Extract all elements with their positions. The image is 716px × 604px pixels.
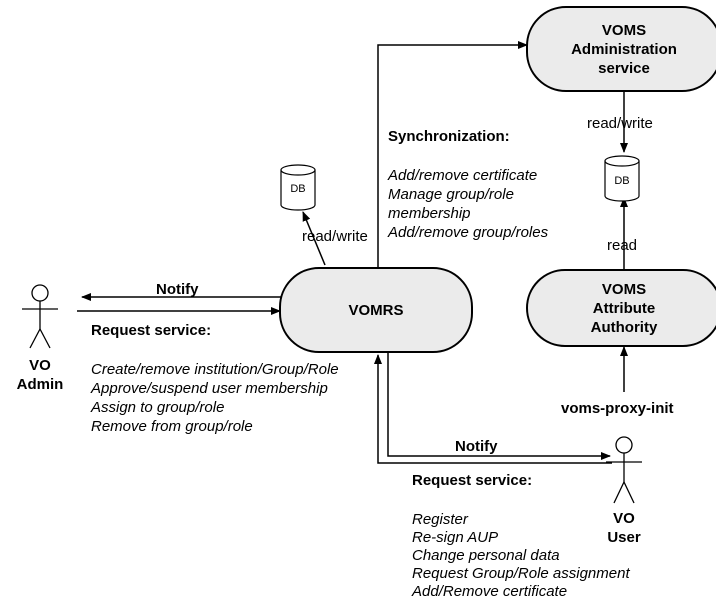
- left-db-cylinder: [280, 164, 316, 211]
- voms-admin-line-1: VOMS: [601, 21, 647, 39]
- vo-admin-label-line-2: Admin: [16, 376, 64, 393]
- admin-request-item-3: Assign to group/role: [91, 399, 225, 416]
- right-read-write-label: read/write: [587, 115, 653, 132]
- voms-admin-line-3: service: [598, 59, 650, 77]
- sync-item-4: Add/remove group/roles: [388, 224, 549, 241]
- voms-aa-line-3: Authority: [590, 318, 658, 336]
- vo-user-label-line-2: User: [607, 529, 641, 546]
- notify-user-label: Notify: [455, 438, 498, 455]
- sync-item-2: Manage group/role: [388, 186, 514, 203]
- admin-request-item-4: Remove from group/role: [91, 418, 253, 435]
- sync-item-3: membership: [388, 205, 471, 222]
- vo-user-figure-icon: [606, 436, 642, 504]
- left-read-write-label: read/write: [302, 228, 368, 245]
- voms-attribute-authority-node: VOMS Attribute Authority: [526, 269, 716, 347]
- voms-administration-service-node: VOMS Administration service: [526, 6, 716, 92]
- voms-aa-line-2: Attribute: [592, 299, 656, 317]
- vo-admin-label-line-1: VO: [29, 357, 51, 374]
- synchronization-title: Synchronization:: [388, 128, 510, 145]
- vo-admin-figure-icon: [22, 284, 58, 349]
- user-request-title: Request service:: [412, 472, 533, 489]
- sync-item-1: Add/remove certificate: [388, 167, 538, 184]
- right-db-label: DB: [614, 175, 630, 187]
- notify-user-arrow: [387, 352, 611, 460]
- voms-aa-line-1: VOMS: [601, 280, 647, 298]
- user-request-arrow: [374, 354, 612, 464]
- user-request-item-4: Request Group/Role assignment: [412, 565, 630, 582]
- admin-request-item-2: Approve/suspend user membership: [91, 380, 328, 397]
- vomrs-label: VOMRS: [348, 301, 404, 319]
- vo-user-label-line-1: VO: [613, 510, 635, 527]
- admin-request-item-1: Create/remove institution/Group/Role: [91, 361, 339, 378]
- read-label: read: [607, 237, 638, 254]
- left-db-label: DB: [290, 183, 306, 195]
- user-request-item-2: Re-sign AUP: [412, 529, 499, 546]
- right-db-cylinder: [604, 155, 640, 202]
- user-request-item-1: Register: [412, 511, 468, 528]
- notify-admin-label: Notify: [156, 281, 199, 298]
- voms-admin-line-2: Administration: [571, 40, 677, 58]
- user-request-item-5: Add/Remove certificate: [412, 583, 568, 600]
- vomrs-db-arrow: [302, 211, 326, 266]
- admin-request-title: Request service:: [91, 322, 212, 339]
- user-request-item-3: Change personal data: [412, 547, 560, 564]
- sync-arrow: [377, 41, 528, 267]
- vomrs-node: VOMRS: [279, 267, 473, 353]
- voms-proxy-init-label: voms-proxy-init: [561, 400, 674, 417]
